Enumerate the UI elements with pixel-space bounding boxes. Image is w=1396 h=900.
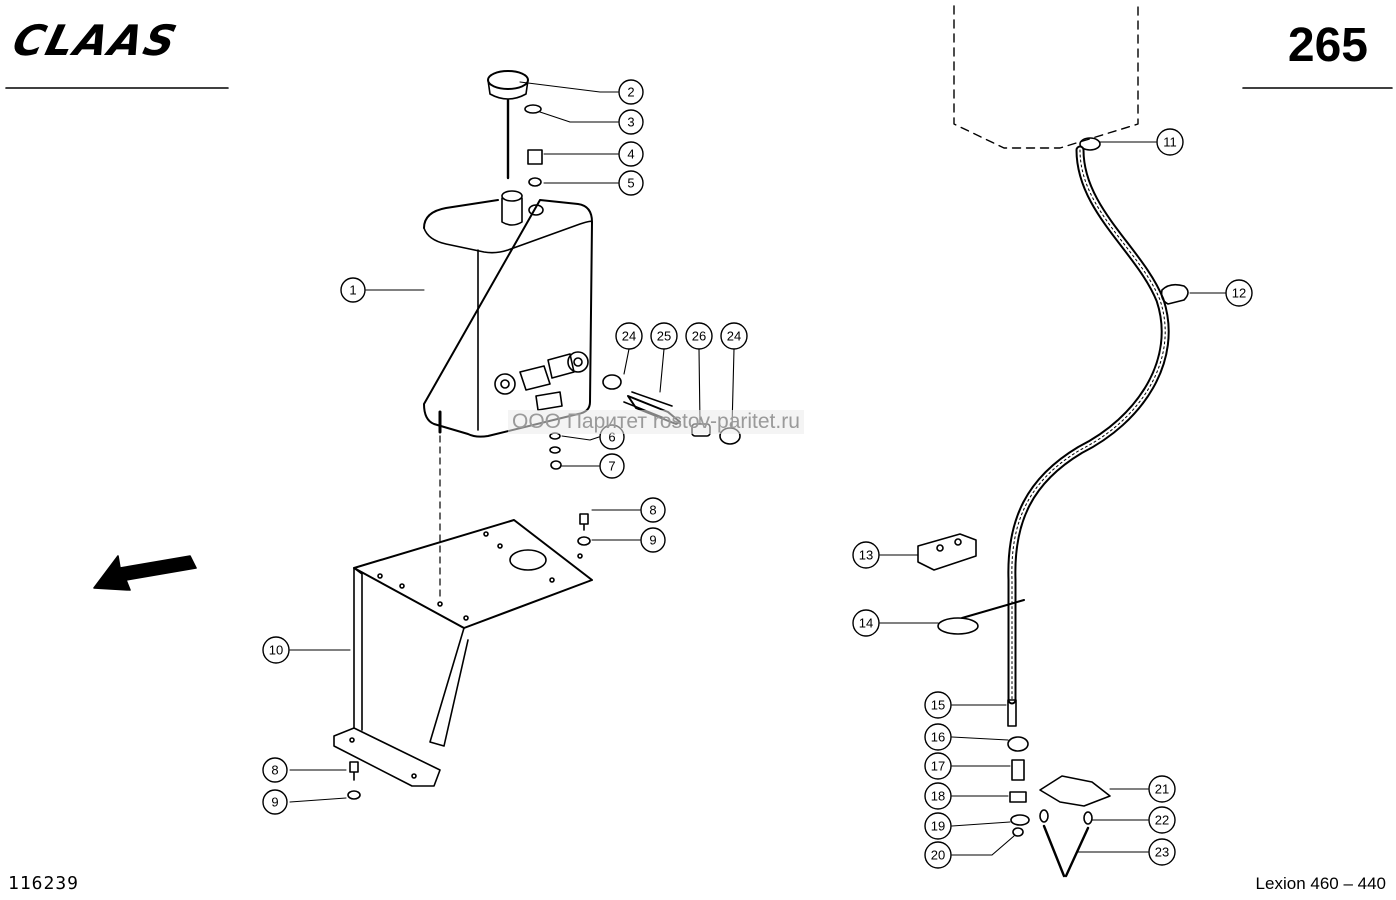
callout-19-label: 19: [931, 819, 945, 834]
callout-19: [924, 812, 952, 840]
callout-7-label: 7: [608, 459, 615, 474]
nut-7: [550, 460, 562, 470]
callout-8-bottom: [262, 757, 288, 783]
model-designation: Lexion 460 – 440: [1255, 874, 1386, 893]
direction-arrow: [93, 555, 197, 591]
callout-15: [924, 691, 952, 719]
fitting-17: [1011, 759, 1025, 781]
callout-9-top: [640, 527, 666, 553]
callout-8-top-label: 8: [649, 503, 656, 518]
callout-24-left-label: 24: [622, 329, 636, 344]
callout-17: [924, 752, 952, 780]
callout-24-right: [720, 322, 748, 350]
callout-21: [1148, 775, 1176, 803]
watermark-text: ООО Паритет rostov-paritet.ru: [508, 410, 804, 434]
reservoir-outline: [953, 5, 1139, 149]
callout-6-label: 6: [608, 430, 615, 445]
callout-11: [1156, 128, 1184, 156]
callout-10: [262, 636, 290, 664]
callout-17-label: 17: [931, 759, 945, 774]
drawing-number: 116239: [8, 873, 80, 894]
callout-5: [618, 170, 644, 196]
callout-12-label: 12: [1232, 286, 1246, 301]
callout-16-label: 16: [931, 730, 945, 745]
callout-23-label: 23: [1155, 845, 1169, 860]
washer-9-top: [577, 536, 591, 546]
screw-8-top: [579, 513, 589, 531]
page-number: 265: [1287, 19, 1368, 72]
callout-26-label: 26: [692, 329, 706, 344]
filler-cap-assembly: [487, 70, 543, 187]
callout-9-bottom-label: 9: [271, 795, 278, 810]
callout-4-label: 4: [627, 147, 634, 162]
callout-13-label: 13: [859, 548, 873, 563]
pin-22b: [1083, 811, 1093, 825]
callout-15-label: 15: [931, 698, 945, 713]
nut-18: [1009, 791, 1027, 803]
callout-24-right-label: 24: [727, 329, 741, 344]
mounting-bracket: [333, 519, 593, 787]
callout-9-bottom: [262, 789, 288, 815]
leader-lines: [289, 81, 1227, 856]
clamp-12: [1160, 283, 1189, 305]
pin-22a: [1039, 809, 1049, 823]
callout-1-label: 1: [349, 283, 356, 298]
callout-12: [1225, 279, 1253, 307]
callout-25: [650, 322, 678, 350]
callout-16: [924, 723, 952, 751]
tank-illustration: [423, 190, 593, 438]
callout-18: [924, 782, 952, 810]
callout-3: [618, 109, 644, 135]
clip-21: [1039, 775, 1111, 807]
callout-10-label: 10: [269, 643, 283, 658]
cotter-pin-23: [1042, 824, 1090, 878]
callout-23: [1148, 838, 1176, 866]
callout-22: [1148, 806, 1176, 834]
callout-3-label: 3: [627, 115, 634, 130]
callout-9-top-label: 9: [649, 533, 656, 548]
callout-18-label: 18: [931, 789, 945, 804]
callout-20-label: 20: [931, 848, 945, 863]
callout-26: [685, 322, 713, 350]
callout-13: [852, 541, 880, 569]
callout-8-top: [640, 497, 666, 523]
callout-1: [340, 277, 366, 303]
callout-20: [924, 841, 952, 869]
callout-24-left: [615, 322, 643, 350]
callout-2-label: 2: [627, 85, 634, 100]
callout-5-label: 5: [627, 176, 634, 191]
screw-8-bottom: [349, 761, 359, 781]
cable-tie-14: [937, 617, 979, 635]
callout-8-bottom-label: 8: [271, 763, 278, 778]
callout-4: [618, 141, 644, 167]
washer-9-bottom: [347, 790, 361, 800]
callout-22-label: 22: [1155, 813, 1169, 828]
block-13: [917, 533, 977, 571]
callout-25-label: 25: [657, 329, 671, 344]
callout-11-label: 11: [1163, 135, 1177, 150]
nut-16: [1007, 736, 1029, 752]
callout-7: [599, 453, 625, 479]
callout-2: [618, 79, 644, 105]
callout-14-label: 14: [859, 616, 873, 631]
hose-line: [1007, 137, 1170, 727]
ring-20: [1012, 827, 1024, 837]
callout-21-label: 21: [1155, 782, 1169, 797]
callout-14: [852, 609, 880, 637]
washer-19: [1010, 814, 1030, 826]
